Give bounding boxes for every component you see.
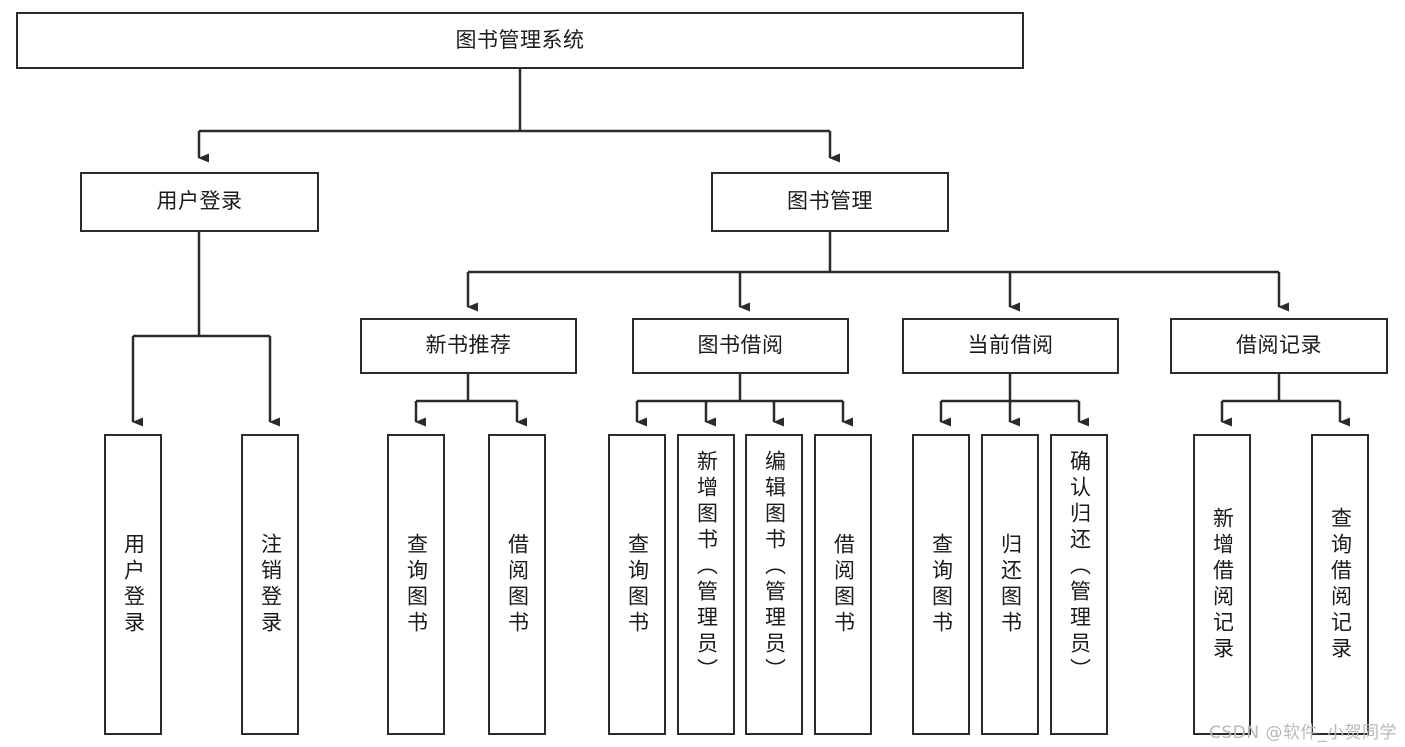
node-new-book-recommend-label: 新书推荐 (425, 333, 512, 358)
leaf-borrow-book-borrow-label: 借阅图书 (831, 532, 856, 637)
leaf-borrow-book-recommend-label: 借阅图书 (505, 532, 530, 637)
node-book-borrow[interactable]: 图书借阅 (632, 318, 849, 374)
node-current-borrow[interactable]: 当前借阅 (902, 318, 1119, 374)
leaf-user-login-label: 用户登录 (121, 532, 146, 637)
node-book-management-label: 图书管理 (787, 189, 873, 214)
leaf-logout[interactable]: 注销登录 (241, 434, 299, 735)
leaf-query-borrow-record-label: 查询借阅记录 (1328, 506, 1353, 663)
leaf-edit-book-admin[interactable]: 编辑图书（管理员） (745, 434, 803, 735)
node-root-system-label: 图书管理系统 (455, 27, 585, 52)
leaf-query-book-current-label: 查询图书 (929, 532, 954, 637)
leaf-add-book-admin[interactable]: 新增图书（管理员） (677, 434, 735, 735)
leaf-edit-book-admin-label: 编辑图书（管理员） (762, 450, 787, 684)
leaf-query-book-borrow[interactable]: 查询图书 (608, 434, 666, 735)
leaf-user-login[interactable]: 用户登录 (104, 434, 162, 735)
node-user-login-label: 用户登录 (156, 189, 243, 214)
node-user-login[interactable]: 用户登录 (80, 172, 319, 232)
node-current-borrow-label: 当前借阅 (967, 333, 1054, 358)
leaf-return-book-label: 归还图书 (998, 532, 1023, 637)
leaf-borrow-book-borrow[interactable]: 借阅图书 (814, 434, 872, 735)
node-book-management[interactable]: 图书管理 (711, 172, 949, 232)
leaf-query-book-borrow-label: 查询图书 (625, 532, 650, 637)
csdn-watermark: CSDN @软件_小贺同学 (1209, 723, 1397, 743)
leaf-add-book-admin-label: 新增图书（管理员） (694, 450, 719, 684)
leaf-confirm-return-admin[interactable]: 确认归还（管理员） (1050, 434, 1108, 735)
leaf-query-book-current[interactable]: 查询图书 (912, 434, 970, 735)
node-borrow-record[interactable]: 借阅记录 (1170, 318, 1388, 374)
leaf-add-borrow-record[interactable]: 新增借阅记录 (1193, 434, 1251, 735)
node-book-borrow-label: 图书借阅 (697, 333, 784, 358)
leaf-query-borrow-record[interactable]: 查询借阅记录 (1311, 434, 1369, 735)
leaf-borrow-book-recommend[interactable]: 借阅图书 (488, 434, 546, 735)
leaf-confirm-return-admin-label: 确认归还（管理员） (1067, 450, 1092, 684)
leaf-add-borrow-record-label: 新增借阅记录 (1210, 506, 1235, 663)
node-root-system[interactable]: 图书管理系统 (16, 12, 1024, 69)
node-borrow-record-label: 借阅记录 (1236, 333, 1322, 358)
leaf-query-book-recommend[interactable]: 查询图书 (387, 434, 445, 735)
node-new-book-recommend[interactable]: 新书推荐 (360, 318, 577, 374)
leaf-return-book[interactable]: 归还图书 (981, 434, 1039, 735)
leaf-logout-label: 注销登录 (258, 532, 283, 637)
leaf-query-book-recommend-label: 查询图书 (404, 532, 429, 637)
